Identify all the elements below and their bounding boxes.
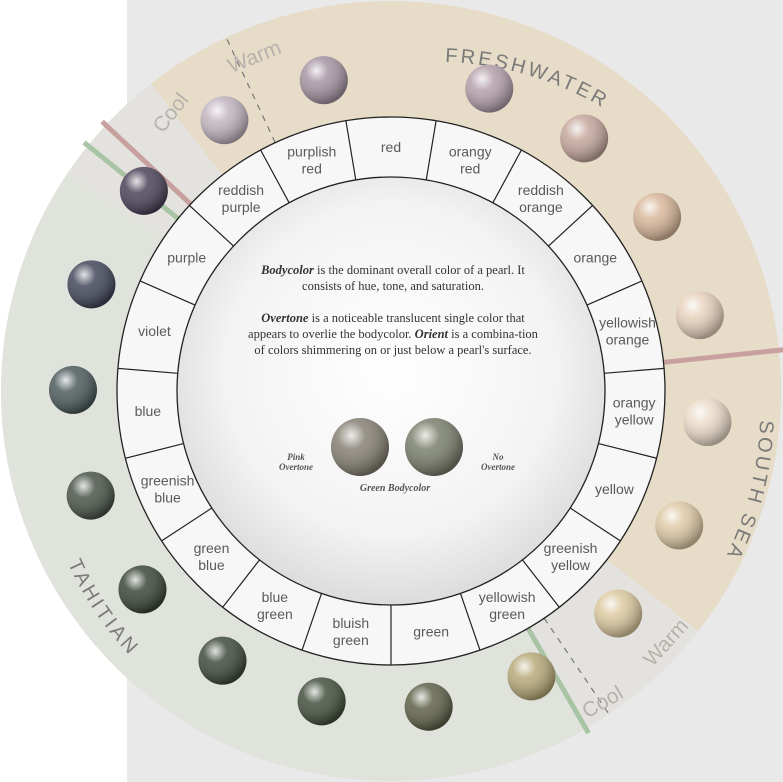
segment-label-greenish-yellow: greenishyellow	[544, 540, 598, 573]
pearl-shine	[300, 56, 348, 104]
pearl	[676, 291, 724, 339]
pearl-shine	[655, 501, 703, 549]
segment-label-violet: violet	[138, 323, 171, 339]
pearl	[405, 683, 453, 731]
pearl	[67, 260, 115, 308]
pearl-shine	[118, 565, 166, 613]
pearl	[633, 193, 681, 241]
segment-label-green-blue: greenblue	[194, 540, 230, 573]
pearl	[683, 398, 731, 446]
pearl	[298, 677, 346, 725]
pearl-shine	[120, 167, 168, 215]
pearl	[655, 501, 703, 549]
overtone-definition: Overtone is a noticeable translucent sin…	[248, 310, 538, 358]
segment-label-orangy-yellow: orangyyellow	[613, 395, 656, 428]
pearl	[49, 366, 97, 414]
segment-label-bluish-green: bluishgreen	[333, 615, 370, 648]
pearl-shine	[683, 398, 731, 446]
green-bodycolor-caption: Green Bodycolor	[330, 484, 460, 494]
segment-label-yellowish-orange: yellowishorange	[599, 315, 656, 348]
pearl-shine	[676, 291, 724, 339]
pearl-shine	[298, 677, 346, 725]
pearl	[120, 167, 168, 215]
pearl	[67, 472, 115, 520]
segment-label-blue-green: bluegreen	[257, 589, 293, 622]
pearl	[198, 637, 246, 685]
pearl	[594, 589, 642, 637]
pink-overtone-label: PinkOvertone	[266, 452, 326, 472]
pearl-shine	[198, 637, 246, 685]
pearl-shine	[465, 65, 513, 113]
segment-label-red: red	[381, 139, 401, 155]
pearl-shine	[633, 193, 681, 241]
segment-label-orange: orange	[573, 250, 617, 266]
segment-label-yellow: yellow	[595, 481, 635, 497]
segment-label-blue: blue	[135, 403, 162, 419]
pearl	[118, 565, 166, 613]
pearl-shine	[594, 589, 642, 637]
segment-label-green: green	[413, 624, 449, 640]
pearl	[465, 65, 513, 113]
segment-label-reddish-orange: reddishorange	[518, 182, 564, 215]
center-disk	[177, 177, 605, 605]
center-description: Bodycolor is the dominant overall color …	[248, 262, 538, 374]
pearl-shine	[405, 683, 453, 731]
pearl-shine	[49, 366, 97, 414]
demo-pearl-no-overtone	[405, 418, 463, 476]
no-overtone-label: NoOvertone	[468, 452, 528, 472]
demo-pearl-pink-overtone	[331, 418, 389, 476]
pearl	[560, 114, 608, 162]
pearl	[200, 96, 248, 144]
pearl-shine	[560, 114, 608, 162]
segment-label-reddish-purple: reddishpurple	[218, 182, 264, 215]
bodycolor-definition: Bodycolor is the dominant overall color …	[248, 262, 538, 294]
pearl-shine	[67, 472, 115, 520]
pearl-shine	[507, 652, 555, 700]
pearl-shine	[67, 260, 115, 308]
pearl	[300, 56, 348, 104]
pearl	[507, 652, 555, 700]
segment-label-purple: purple	[167, 250, 206, 266]
pearl-shine	[200, 96, 248, 144]
